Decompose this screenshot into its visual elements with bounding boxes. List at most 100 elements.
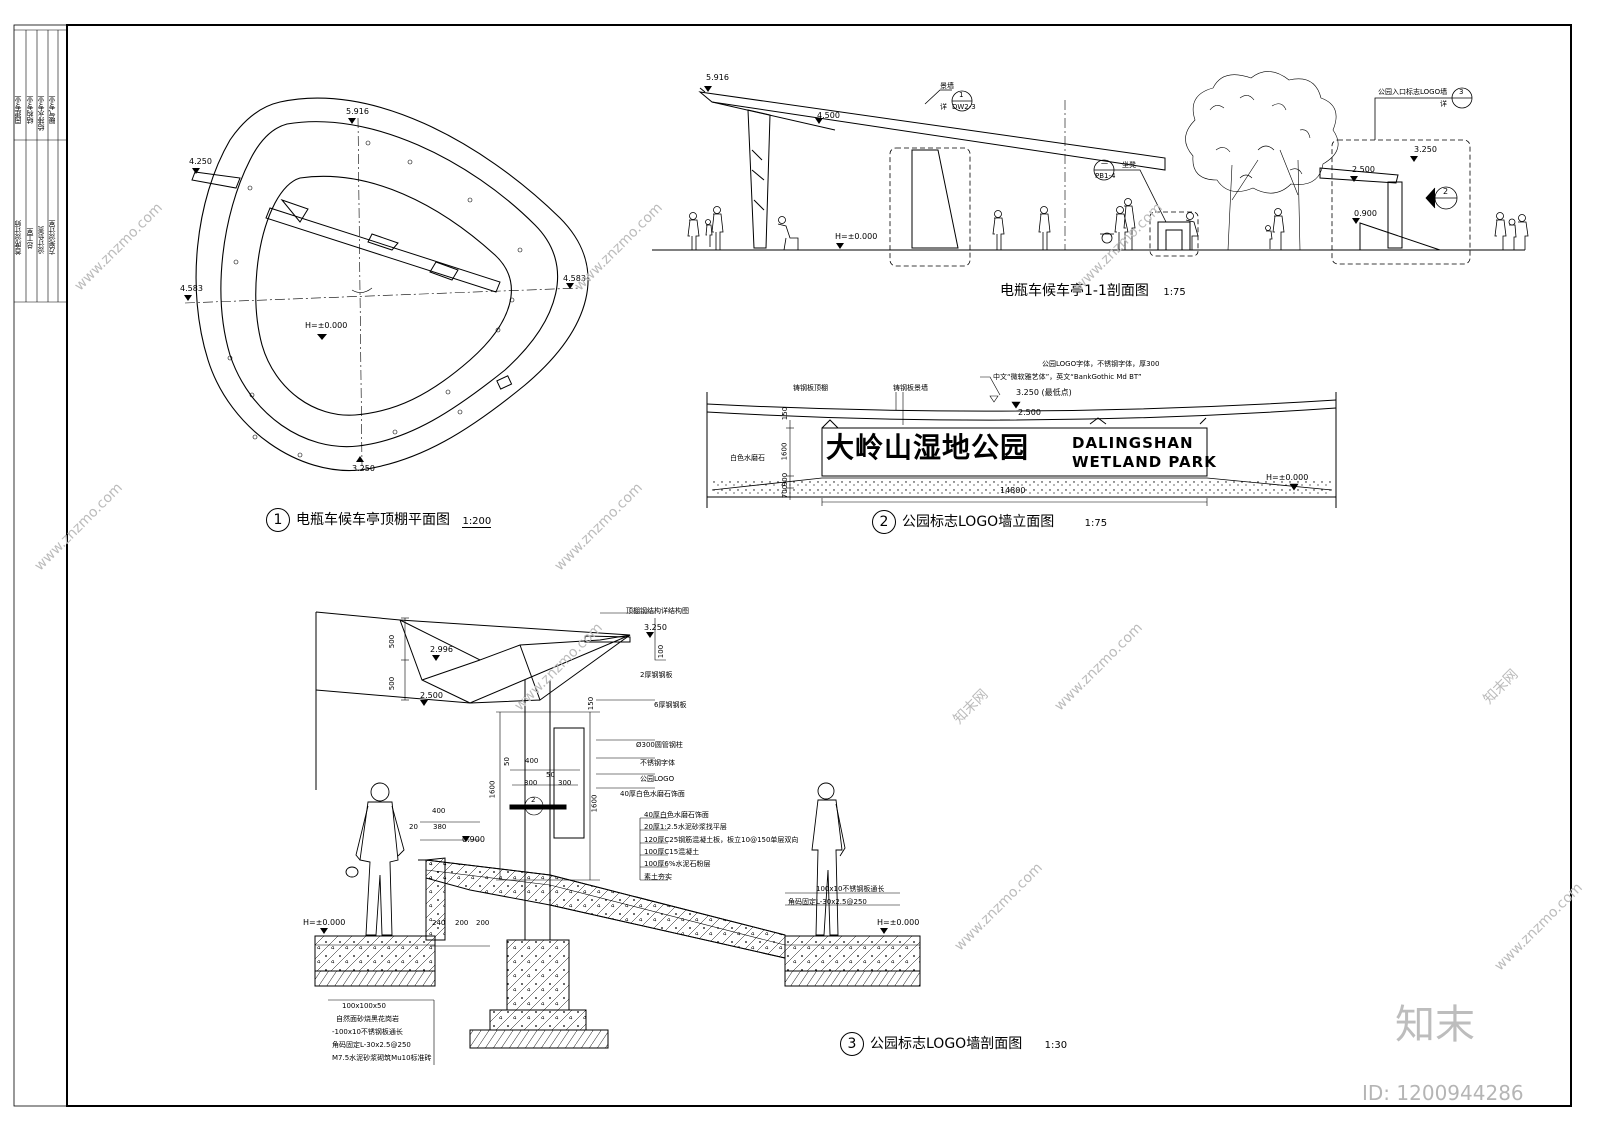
plan-scale: 1:200	[462, 516, 492, 528]
elev-dim-150: 150	[781, 406, 790, 421]
section11-callout-circles	[924, 87, 1473, 223]
s3-right-note-0: 100x10不锈钢板通长	[816, 885, 885, 893]
tb-field-8: 方案设计室	[48, 220, 56, 255]
s3-note-0: 顶棚钢结构详结构图	[626, 607, 689, 615]
s3-dim-400b: 400	[432, 807, 446, 815]
park-logo-chinese: 大岭山湿地公园	[826, 431, 1030, 464]
s3-layer-1: 20厚1:2.5水泥砂浆找平层	[644, 823, 727, 831]
s3-dim-300b: 300	[558, 779, 572, 787]
park-logo-english-1: DALINGSHAN	[1072, 434, 1194, 452]
park-logo-english-2: WETLAND PARK	[1072, 453, 1217, 471]
s3-left-note-4: M7.5水泥砂浆砌筑Mu10标准砖	[332, 1054, 432, 1062]
section11-people	[687, 198, 1529, 251]
plan-title-text: 电瓶车候车亭顶棚平面图	[296, 512, 450, 528]
s11-title-text: 电瓶车候车亭1-1剖面图	[1000, 283, 1149, 299]
s3-level-2996: 2.996	[430, 645, 453, 654]
s3-number: 3	[840, 1032, 864, 1056]
s3-level-ground-left: H=±0.000	[303, 918, 346, 927]
s3-note-6: 40厚白色水磨石饰面	[620, 790, 685, 798]
elev-title-text: 公园标志LOGO墙立面图	[902, 514, 1055, 530]
s3-layer-5: 素土夯实	[644, 873, 672, 881]
s11-level-beam: 4.500	[817, 111, 840, 120]
elevation-wall	[821, 417, 1208, 477]
plan-level-left-top: 4.250	[189, 157, 212, 166]
elev-dim-width: 14800	[1000, 486, 1026, 495]
s3-note-4: 不锈钢字体	[640, 759, 675, 767]
s3-section-marker: 2	[531, 796, 536, 804]
section3-footing	[469, 939, 609, 1049]
section3-ramp	[425, 859, 786, 965]
s3-layer-3: 100厚C15混凝土	[644, 848, 700, 856]
s3-dim-50a: 50	[502, 757, 511, 766]
s3-right-note-1: 角码固定L-30x2.5@250	[788, 898, 867, 906]
elev-number: 2	[872, 510, 896, 534]
plan-roof-outline	[195, 97, 589, 472]
s3-dim-240: 240	[432, 919, 446, 927]
s3-note-5: 公园LOGO	[640, 775, 675, 783]
tb-field-1: 园建专业	[14, 96, 22, 124]
elev-dim-1600: 1600	[780, 442, 789, 461]
elev-level-1: 3.250 (最低点)	[1016, 388, 1072, 397]
s11-callout-logo-detail: 详	[1440, 100, 1447, 108]
s11-level-right-mid: 2.500	[1352, 165, 1375, 174]
plan-level-right: 4.583	[563, 274, 586, 283]
elev-level-ground: H=±0.000	[1266, 473, 1309, 482]
tb-field-2: 结构专业	[26, 96, 34, 124]
s3-level-0900: 0.900	[462, 835, 485, 844]
s11-level-ground: H=±0.000	[835, 232, 878, 241]
s11-callout-wall-num: 1	[959, 91, 964, 99]
s11-section-arrow-num: 2	[1443, 187, 1449, 196]
s3-level-top: 3.250	[644, 623, 667, 632]
section11-logo-wall	[1331, 139, 1471, 265]
elev-scale: 1:75	[1084, 518, 1108, 529]
s11-callout-wall-detail: 详	[940, 103, 947, 111]
plan-level-bottom: 3.250	[352, 464, 375, 473]
s3-scale: 1:30	[1044, 1040, 1068, 1051]
s11-level-roof: 5.916	[706, 73, 729, 82]
section3-people	[345, 782, 846, 936]
s3-dim-500a: 500	[388, 634, 397, 649]
s11-callout-seat-ref: PB1-4	[1095, 172, 1116, 180]
elev-note-fontname: 中文“微软雅艺体”，英文“BankGothic Md BT”	[993, 373, 1142, 381]
s3-dim-200a: 200	[455, 919, 469, 927]
s11-callout-logo-num: 3	[1459, 88, 1464, 96]
elev-note-wall: 铸钢板景墙	[893, 384, 928, 392]
elevation-dims	[786, 376, 1299, 506]
section11-wall	[889, 100, 1066, 267]
s3-title: 3 公园标志LOGO墙剖面图 1:30	[840, 1032, 1067, 1056]
plan-bolts	[227, 140, 523, 458]
s11-callout-wall-ref: DW2-3	[952, 103, 976, 111]
title-block	[14, 29, 67, 303]
s3-note-2: 6厚钢钢板	[654, 701, 687, 709]
tb-field-7: 设计负责	[37, 226, 45, 254]
s3-dim-150: 150	[587, 696, 596, 711]
elevation-frame	[706, 392, 1337, 508]
plan-wall	[191, 171, 513, 390]
s3-title-text: 公园标志LOGO墙剖面图	[870, 1036, 1023, 1052]
section11-column	[747, 109, 771, 249]
s3-dim-200b: 200	[476, 919, 490, 927]
plan-axes	[184, 117, 581, 467]
plan-level-marks	[184, 118, 574, 462]
section3-leaders	[328, 612, 900, 1065]
section3-dims	[401, 617, 600, 947]
s11-level-right-top: 3.250	[1414, 145, 1437, 154]
s11-callout-seat-num: 一	[1101, 160, 1108, 168]
section11-seat	[1149, 211, 1199, 257]
s3-note-3: Ø300圆管钢柱	[636, 741, 683, 749]
s3-level-2500: 2.500	[420, 691, 443, 700]
plan-level-top: 5.916	[346, 107, 369, 116]
tb-field-4: 暖气专业	[48, 96, 56, 124]
s3-layer-4: 100厚6%水泥石粉层	[644, 860, 711, 868]
s11-scale: 1:75	[1163, 287, 1186, 298]
plan-level-left: 4.583	[180, 284, 203, 293]
section3-ground-right	[784, 935, 921, 987]
s3-dim-100: 100	[657, 644, 666, 659]
s3-layer-2: 120厚C25钢筋混凝土板，板立10@150单层双向	[644, 836, 799, 844]
section3-level-marks	[320, 632, 888, 934]
section3-canopy	[315, 611, 631, 790]
s11-callout-logo: 公园入口标志LOGO墙	[1378, 88, 1448, 96]
s3-left-note-3: 角码固定L-30x2.5@250	[332, 1041, 411, 1049]
